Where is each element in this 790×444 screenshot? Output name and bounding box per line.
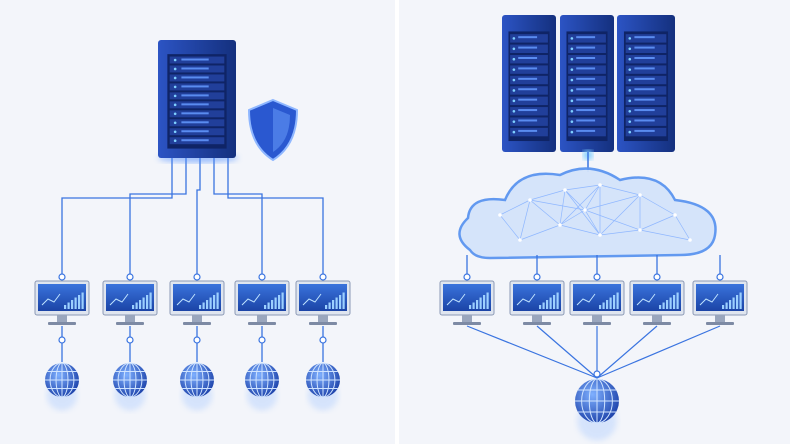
connector-node	[319, 273, 327, 281]
connector-node	[193, 273, 201, 281]
connector-node	[463, 273, 471, 281]
connector-node	[319, 336, 327, 344]
connector-node	[58, 336, 66, 344]
cloud-network	[439, 15, 748, 441]
connector-node	[593, 273, 601, 281]
connector-node	[258, 273, 266, 281]
monitor-icon	[295, 280, 351, 325]
shield-icon	[247, 98, 299, 162]
connector-node	[126, 273, 134, 281]
globe-icon	[180, 362, 214, 411]
connector-node	[258, 336, 266, 344]
server-rack-icon	[617, 15, 675, 152]
network-cable	[596, 325, 721, 379]
globe-icon	[45, 362, 79, 411]
monitor-icon	[439, 280, 495, 325]
network-cable	[129, 158, 187, 275]
network-cable	[227, 158, 324, 275]
connector-node	[533, 273, 541, 281]
globe-icon	[245, 362, 279, 411]
network-cable	[536, 325, 598, 379]
monitor-icon	[629, 280, 685, 325]
connector-node	[653, 273, 661, 281]
globe-icon	[306, 362, 340, 411]
divider	[395, 0, 399, 444]
connector-node	[716, 273, 724, 281]
network-cable	[466, 325, 598, 379]
network-cable	[196, 158, 201, 275]
globe-icon	[575, 378, 619, 441]
server-rack-icon	[502, 15, 556, 152]
network-cable	[213, 158, 263, 275]
network-cable	[596, 325, 658, 379]
monitor-icon	[509, 280, 565, 325]
connector-node	[193, 336, 201, 344]
connector-node	[58, 273, 66, 281]
globe-icon	[113, 362, 147, 411]
monitor-icon	[569, 280, 625, 325]
connector-node	[126, 336, 134, 344]
cloud-icon	[458, 167, 717, 260]
on-premise-network	[34, 40, 351, 411]
server-rack-icon	[560, 15, 614, 152]
monitor-icon	[169, 280, 225, 325]
network-cable	[61, 158, 173, 275]
connector-node	[593, 370, 601, 378]
monitor-icon	[102, 280, 158, 325]
monitor-icon	[234, 280, 290, 325]
monitor-icon	[34, 280, 90, 325]
server-rack-icon	[158, 40, 236, 158]
monitor-icon	[692, 280, 748, 325]
